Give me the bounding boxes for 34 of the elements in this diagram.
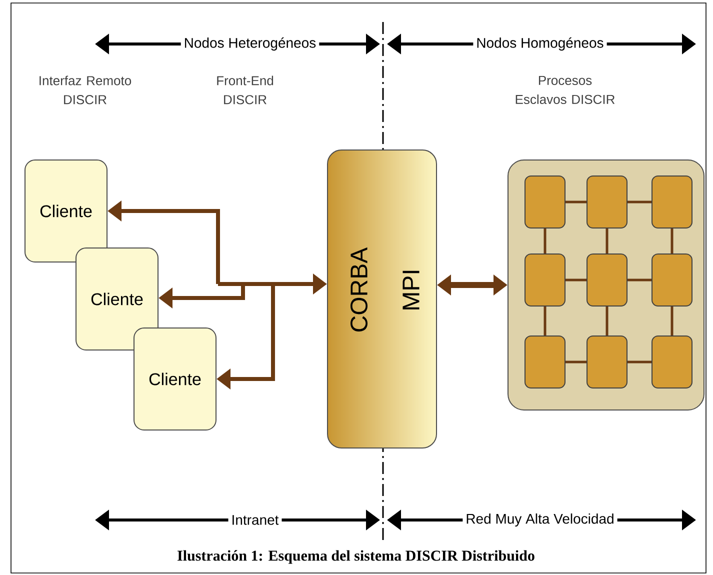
process-box xyxy=(586,254,628,306)
component-label: Front-End DISCIR xyxy=(217,76,274,104)
connector-line xyxy=(670,306,674,336)
connector-line xyxy=(566,278,586,282)
layer-label: MPI xyxy=(402,270,420,310)
connector-line xyxy=(628,278,652,282)
client-box: Cliente xyxy=(134,328,216,430)
process-box xyxy=(652,336,692,388)
process-box xyxy=(524,176,566,228)
component-label: Procesos Esclavos DISCIR xyxy=(516,76,615,104)
connector-line xyxy=(670,228,674,254)
section-label: Nodos Heterogéneos xyxy=(180,34,320,54)
section-label: Red Muy Alta Velocidad xyxy=(462,510,618,530)
caption: Ilustración 1: Esquema del sistema DISCIR Distribuido xyxy=(178,550,534,564)
connector-line xyxy=(566,360,586,364)
process-box xyxy=(652,176,692,228)
process-box xyxy=(586,336,628,388)
layer-label: CORBA xyxy=(350,247,368,332)
client-box: Cliente xyxy=(24,160,108,262)
connector-line xyxy=(628,360,652,364)
process-box xyxy=(586,176,628,228)
process-box xyxy=(524,254,566,306)
section-label: Intranet xyxy=(228,512,282,528)
process-box xyxy=(652,254,692,306)
process-box xyxy=(524,336,566,388)
connector-line xyxy=(544,306,546,336)
section-label: Nodos Homogéneos xyxy=(473,34,607,54)
component-label: Interfaz Remoto DISCIR xyxy=(40,76,132,104)
connector-line xyxy=(544,228,546,254)
connector-line xyxy=(628,200,652,204)
client-box: Cliente xyxy=(76,248,158,350)
connector-line xyxy=(606,228,608,254)
connector-line xyxy=(606,306,608,336)
connector-line xyxy=(566,200,586,204)
